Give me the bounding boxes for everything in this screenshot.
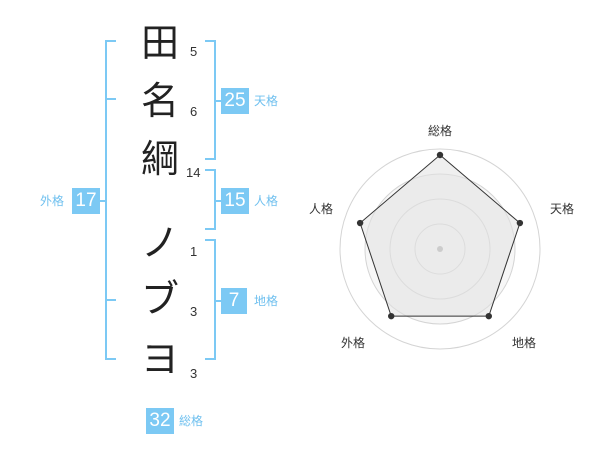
radar-point-5 <box>356 219 364 227</box>
stroke-count-4: 1 <box>190 244 198 259</box>
tenkaku-label: 天格 <box>254 94 279 108</box>
jinkaku-value: 15 <box>221 188 249 214</box>
radar-axis-label-tenkaku: 天格 <box>550 202 575 216</box>
radar-center-dot <box>437 246 443 252</box>
radar-point-3 <box>485 312 492 320</box>
radar-point-4 <box>388 312 395 320</box>
name-char-4: ノ <box>140 221 179 265</box>
jinkaku-label: 人格 <box>254 194 279 208</box>
soukaku-value: 32 <box>146 408 174 434</box>
chikaku-label: 地格 <box>254 294 279 308</box>
radar-axis-label-soukaku: 総格 <box>428 124 453 138</box>
stroke-count-6: 3 <box>190 366 198 381</box>
gaikaku-value: 17 <box>72 188 100 214</box>
radar-polygon <box>359 154 521 317</box>
name-char-5: ブ <box>140 277 179 321</box>
radar-point-1 <box>436 151 444 159</box>
jinkaku-bracket <box>205 169 221 230</box>
stroke-count-2: 6 <box>190 104 198 119</box>
radar-axis-label-chikaku: 地格 <box>512 336 537 350</box>
radar-axis-label-jinkaku: 人格 <box>309 202 334 216</box>
stroke-count-3: 14 <box>186 165 201 180</box>
chikaku-bracket <box>205 239 221 360</box>
stroke-count-1: 5 <box>190 44 198 59</box>
tenkaku-bracket <box>205 40 221 160</box>
radar-axis-label-gaikaku: 外格 <box>341 336 366 350</box>
name-char-1: 田 <box>140 21 179 65</box>
tenkaku-value: 25 <box>221 88 249 114</box>
radar-point-2 <box>516 219 524 227</box>
name-char-3: 綱 <box>140 137 179 181</box>
soukaku-label: 総格 <box>179 414 204 428</box>
name-char-6: ヨ <box>140 337 179 381</box>
name-char-2: 名 <box>140 79 179 123</box>
gaikaku-label: 外格 <box>40 194 65 208</box>
stroke-count-5: 3 <box>190 304 198 319</box>
chikaku-value: 7 <box>221 288 247 314</box>
